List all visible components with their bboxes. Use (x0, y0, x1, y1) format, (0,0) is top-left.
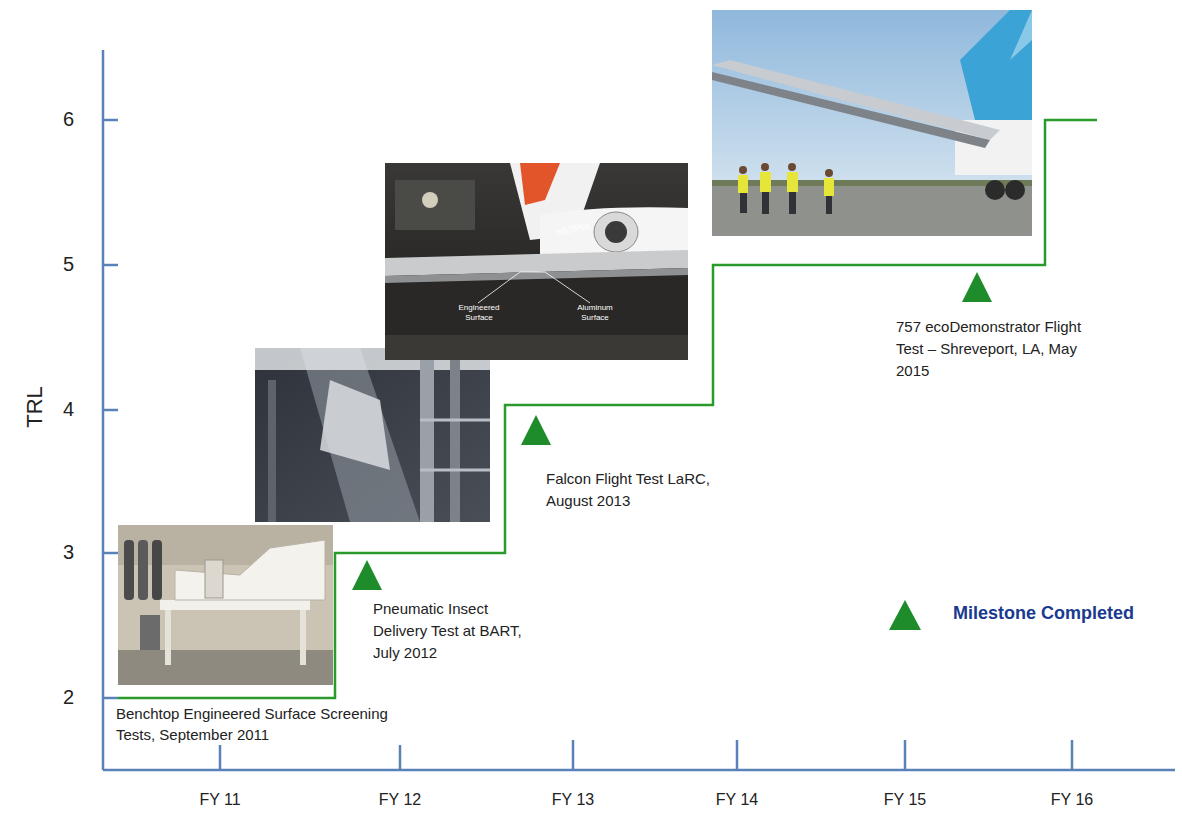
legend-triangle (889, 600, 921, 630)
milestone-label: Benchtop Engineered Surface Screening Te… (116, 703, 416, 745)
tick-label: 5 (40, 252, 74, 277)
tick-label: FY 11 (180, 790, 260, 810)
tick-label: 2 (40, 685, 74, 710)
legend-label: Milestone Completed (953, 603, 1134, 624)
tick-label: FY 15 (865, 790, 945, 810)
milestone-label: Pneumatic Insect Delivery Test at BART, … (373, 598, 523, 664)
ecodemonstrator-photo (712, 10, 1032, 236)
tick-label: 6 (40, 107, 74, 132)
tick-label: 3 (40, 540, 74, 565)
photo-text: Aluminum Surface (566, 303, 624, 323)
milestone-label: 757 ecoDemonstrator Flight Test – Shreve… (896, 316, 1086, 382)
photo-text: Engineered Surface (450, 303, 508, 323)
axes (103, 50, 1175, 770)
milestone-label: Falcon Flight Test LaRC, August 2013 (546, 468, 711, 512)
tick-label: FY 13 (533, 790, 613, 810)
benchtop-photo (118, 525, 333, 685)
falcon-photo (385, 163, 688, 360)
tick-label: FY 14 (697, 790, 777, 810)
tick-label: FY 16 (1032, 790, 1112, 810)
axis-title: TRL (21, 382, 49, 432)
wind-tunnel-photo (255, 348, 490, 522)
tick-label: 4 (40, 397, 74, 422)
tick-label: FY 12 (360, 790, 440, 810)
trl-step-line (118, 120, 1097, 698)
